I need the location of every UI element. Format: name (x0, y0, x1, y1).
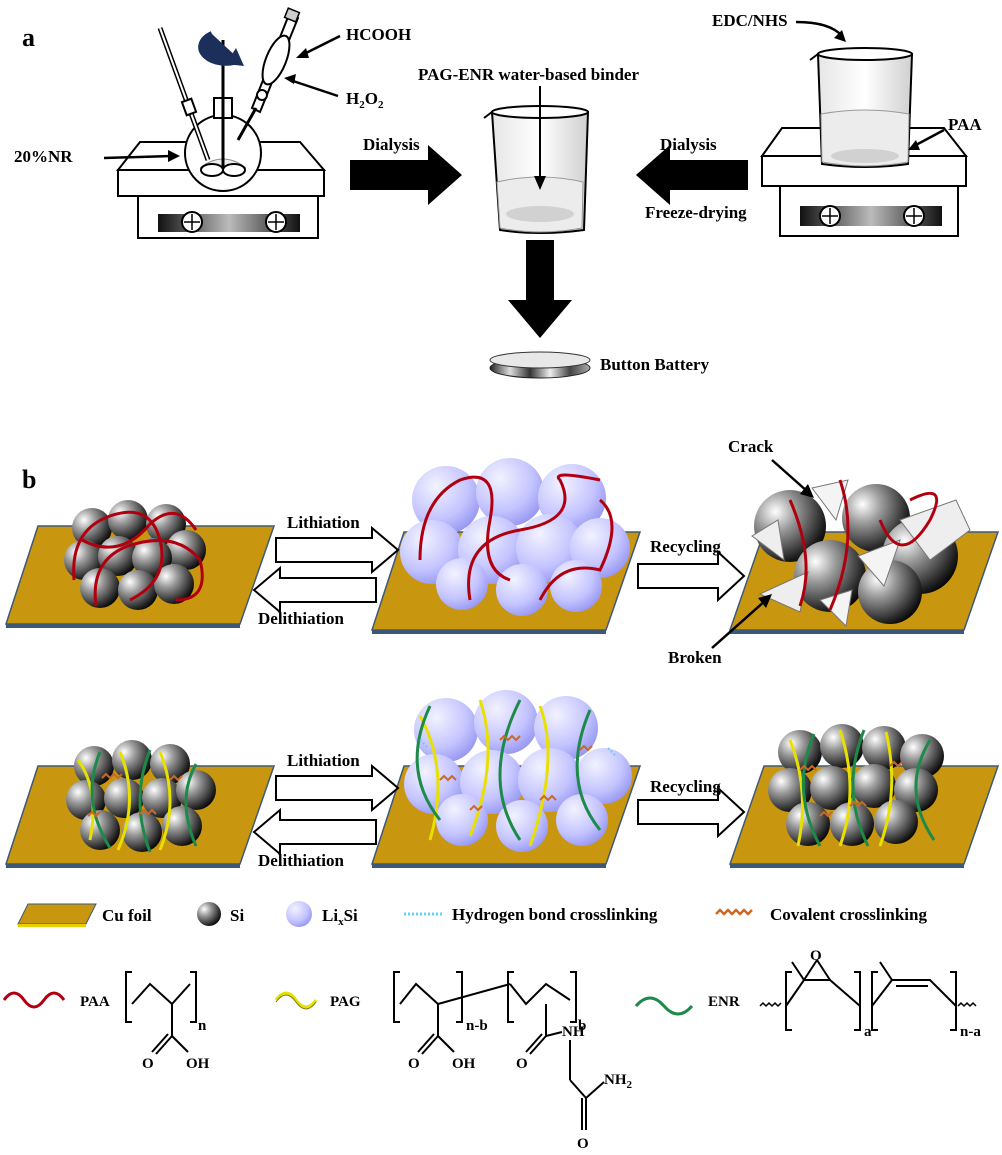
paa-n: n (198, 1018, 207, 1034)
bottom-recycling-arrow (637, 785, 746, 839)
lixsi-cluster-pag-enr (404, 690, 632, 852)
legend-covalent-swatch (715, 908, 753, 916)
crack-pointers (711, 459, 814, 649)
pag-b: b (578, 1018, 586, 1034)
button-battery (489, 351, 591, 379)
pag-structure: PAG n-b b O OH O NH NH2 O (274, 971, 633, 1152)
top-lith-arrows (252, 525, 400, 615)
bottom-lithiation-label: Lithiation (287, 751, 360, 770)
bottom-lith-arrows (252, 763, 400, 857)
broken-label: Broken (668, 648, 722, 667)
legend-lixsi-label: LixSi (322, 906, 358, 928)
panel-b-label: b (22, 465, 36, 494)
binder-label: PAG-ENR water-based binder (418, 65, 639, 84)
edc-nhs-label: EDC/NHS (712, 11, 788, 30)
right-hotplate (760, 47, 969, 237)
cracked-cluster (751, 479, 971, 628)
si-cluster-paa (64, 500, 206, 610)
enr-name: ENR (708, 994, 740, 1010)
natural-rubber-label: 20%NR (14, 147, 73, 166)
paa-oh: OH (186, 1056, 210, 1072)
legend-hbond-label: Hydrogen bond crosslinking (452, 905, 658, 924)
top-recycling-label: Recycling (650, 537, 721, 556)
pag-oh: OH (452, 1056, 476, 1072)
legend-cu-foil-label: Cu foil (102, 906, 152, 925)
dialysis-right-label: Dialysis (660, 135, 717, 154)
left-hotplate (115, 141, 327, 239)
dialysis-arrow-left (350, 145, 462, 205)
paa-structure: PAA n O OH (2, 971, 210, 1072)
enr-o: O (810, 948, 822, 964)
button-battery-label: Button Battery (600, 355, 710, 374)
enr-a: a (864, 1024, 872, 1040)
down-arrow (508, 240, 572, 338)
legend: Cu foil Si LixSi Hydrogen bond crosslink… (17, 901, 927, 928)
dialysis-arrow-right (636, 145, 748, 205)
top-lithiation-label: Lithiation (287, 513, 360, 532)
paa-label-a: PAA (948, 115, 982, 134)
legend-lixsi-swatch (286, 901, 312, 927)
dialysis-left-label: Dialysis (363, 135, 420, 154)
enr-legend-swatch (634, 996, 694, 1016)
enr-na: n-a (960, 1024, 981, 1040)
h2o2-label: H2O2 (346, 89, 384, 111)
pag-nh: NH (562, 1024, 585, 1040)
bottom-recycling-label: Recycling (650, 777, 721, 796)
reagent-pointers (103, 34, 341, 162)
pag-legend-swatch (274, 991, 318, 1009)
round-bottom-flask (157, 7, 301, 192)
hcooh-label: HCOOH (346, 25, 411, 44)
pag-name: PAG (330, 994, 361, 1010)
legend-si-swatch (197, 902, 221, 926)
crack-label: Crack (728, 437, 774, 456)
pag-nb: n-b (466, 1018, 488, 1034)
pag-o1: O (408, 1056, 420, 1072)
legend-covalent-label: Covalent crosslinking (770, 905, 927, 924)
top-recycling-arrow (637, 549, 746, 603)
pag-nh2: NH2 (604, 1072, 633, 1091)
si-cluster-pag-enr (66, 740, 216, 853)
paa-o: O (142, 1056, 154, 1072)
paa-name: PAA (80, 994, 110, 1010)
panel-a-label: a (22, 23, 35, 52)
right-pointers (795, 20, 945, 150)
freeze-drying-label: Freeze-drying (645, 203, 747, 222)
top-delithiation-label: Delithiation (258, 609, 344, 628)
center-beaker (483, 86, 590, 234)
pag-o2: O (516, 1056, 528, 1072)
enr-structure: ENR O a n-a (634, 948, 981, 1040)
legend-cu-foil-swatch (17, 903, 97, 925)
restored-cluster (768, 724, 944, 847)
paa-legend-swatch (2, 991, 66, 1009)
bottom-delithiation-label: Delithiation (258, 851, 344, 870)
legend-si-label: Si (230, 906, 244, 925)
lixsi-cluster-paa (400, 458, 630, 616)
pag-o3: O (577, 1136, 589, 1152)
